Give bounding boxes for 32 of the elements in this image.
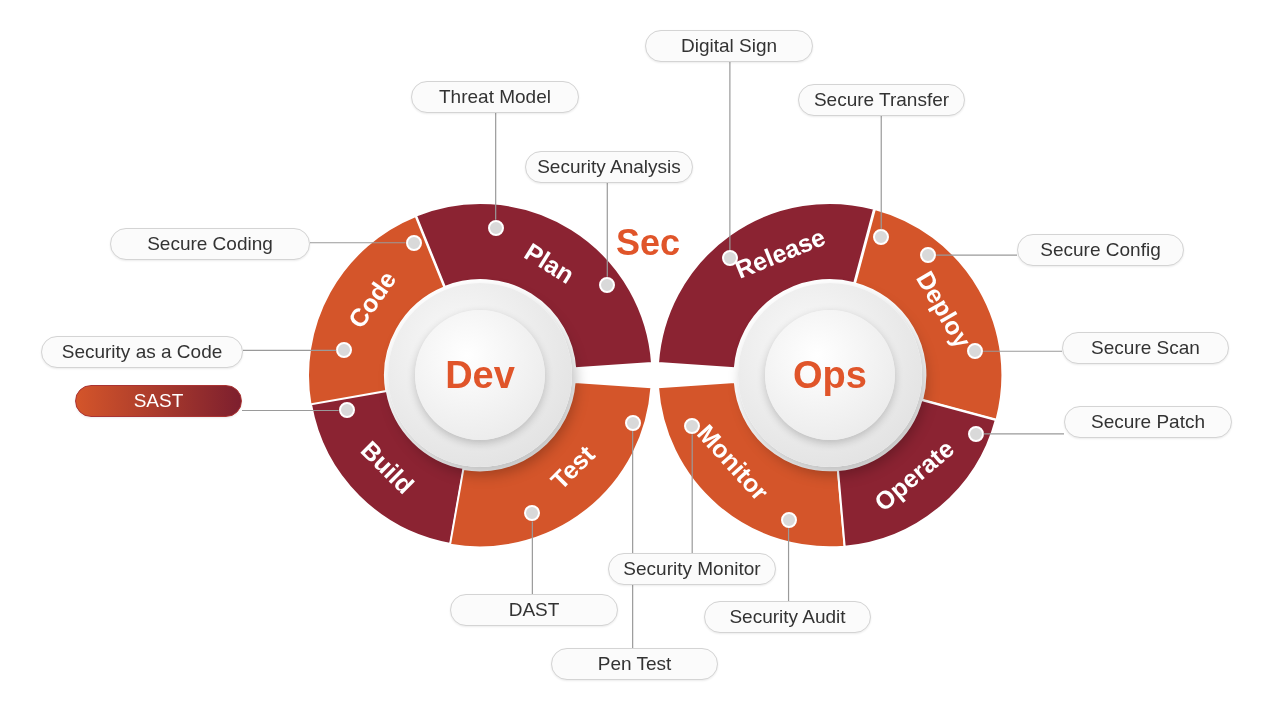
tag-pill: Secure Transfer (798, 84, 965, 116)
hub-title: Ops (793, 353, 867, 397)
leader-line (606, 182, 608, 278)
tag-pill: Secure Coding (110, 228, 310, 260)
tag-pill: Security as a Code (41, 336, 243, 368)
hub-title: Dev (445, 353, 515, 397)
tag-pill: Pen Test (551, 648, 718, 680)
leader-line (309, 242, 407, 244)
leader-line (632, 430, 634, 649)
leader-line (241, 409, 340, 412)
tag-pill: Secure Config (1017, 234, 1184, 266)
tag-pill: Secure Scan (1062, 332, 1229, 364)
leader-line (982, 350, 1063, 352)
tag-pill: SAST (75, 385, 242, 417)
leader-line (691, 433, 693, 554)
stage-label: Plan (519, 237, 580, 291)
stage-label: Test (544, 439, 601, 496)
tag-pill: Digital Sign (645, 30, 813, 62)
tag-pill: DAST (450, 594, 618, 626)
tag-pill: Threat Model (411, 81, 579, 113)
tag-pill: Security Monitor (608, 553, 776, 585)
leader-line (880, 115, 882, 230)
leader-line (787, 527, 790, 602)
tag-pill: Security Audit (704, 601, 871, 633)
leader-line (935, 254, 1018, 256)
tag-pill: Secure Patch (1064, 406, 1232, 438)
leader-line (982, 433, 1065, 435)
section-title: Sec (616, 222, 681, 264)
tag-pill: Security Analysis (525, 151, 693, 183)
leader-line (242, 349, 337, 351)
leader-line (495, 112, 497, 221)
leader-line (729, 61, 731, 251)
